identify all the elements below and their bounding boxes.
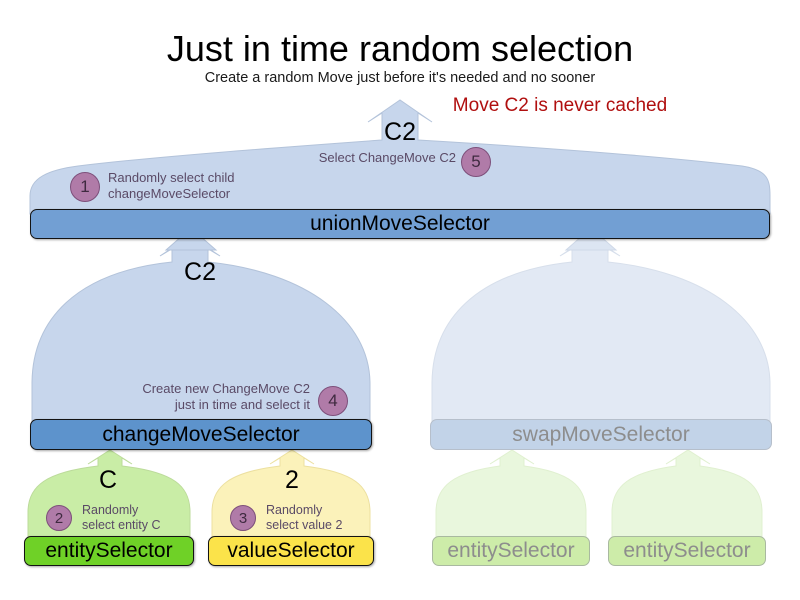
node-value-selector[interactable]: valueSelector [208, 536, 374, 566]
move-label-union: C2 [384, 118, 416, 146]
node-entity-selector-right-2[interactable]: entitySelector [608, 536, 766, 566]
annotation-badge-5: 5 [461, 147, 491, 177]
annotation-text-1: Randomly select child changeMoveSelector [108, 170, 235, 201]
arrow-change-to-union [164, 227, 218, 251]
move-label-change: C2 [184, 258, 216, 286]
page-subtitle: Create a random Move just before it's ne… [204, 70, 596, 86]
cache-note-text: Move C2 is never cached [452, 95, 668, 116]
annotation-text-4: Create new ChangeMove C2 just in time an… [142, 381, 310, 412]
page-title: Just in time random selection [166, 28, 634, 69]
node-change-move-selector[interactable]: changeMoveSelector [30, 419, 372, 450]
node-entity-selector-right-1[interactable]: entitySelector [432, 536, 590, 566]
arch-entity-right-1 [435, 449, 587, 541]
node-union-move-selector[interactable]: unionMoveSelector [30, 209, 770, 239]
cache-note: Move C2 is never cached [0, 95, 800, 117]
arch-union [29, 99, 771, 215]
annotation-badge-3: 3 [230, 505, 256, 531]
annotation-badge-1: 1 [70, 172, 100, 202]
arch-entity-right-2 [611, 449, 763, 541]
arrow-swap-to-union [564, 227, 618, 251]
annotation-badge-4: 4 [318, 386, 348, 416]
annotation-text-3: Randomly select value 2 [266, 503, 343, 532]
arch-swap [431, 237, 771, 425]
annotation-badge-2: 2 [46, 505, 72, 531]
entity-label-c: C [98, 466, 118, 494]
annotation-text-5: Select ChangeMove C2 [318, 150, 456, 165]
node-swap-move-selector[interactable]: swapMoveSelector [430, 419, 772, 450]
annotation-text-2: Randomly select entity C [82, 503, 161, 532]
node-entity-selector-left[interactable]: entitySelector [24, 536, 194, 566]
value-label-2: 2 [285, 466, 299, 494]
